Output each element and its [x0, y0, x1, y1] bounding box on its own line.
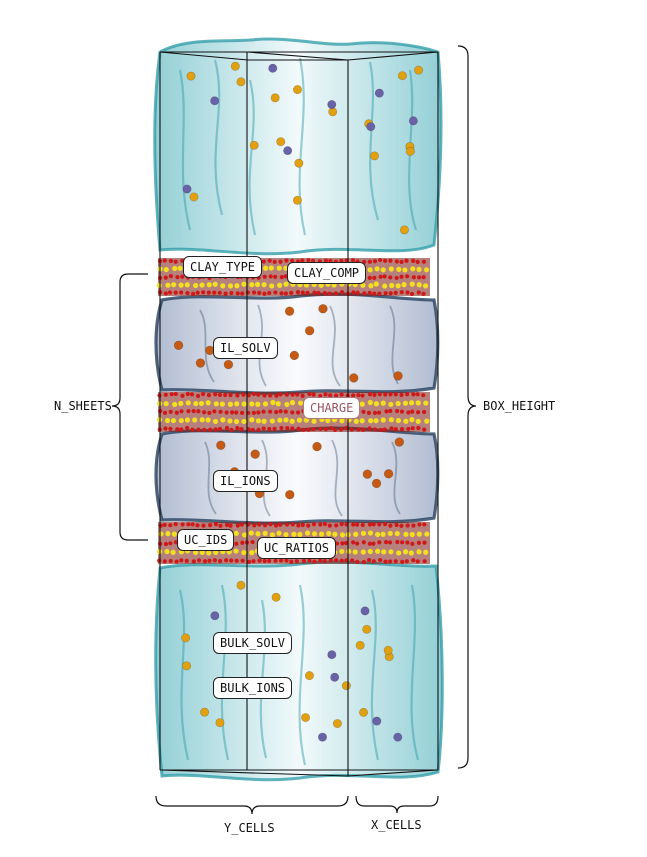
ion: [294, 158, 304, 168]
ion: [372, 716, 382, 726]
ion: [371, 478, 382, 489]
ion: [393, 371, 403, 381]
ion: [173, 340, 184, 351]
ion: [186, 71, 196, 81]
ion: [249, 140, 259, 150]
uc-ratios-tag: UC_RATIOS: [257, 537, 337, 559]
uc-ids-tag: UC_IDS: [177, 529, 235, 551]
ions: [173, 61, 424, 742]
ion: [318, 732, 328, 742]
ion: [285, 489, 295, 500]
ion: [210, 96, 220, 106]
ion: [327, 650, 337, 660]
ion: [355, 640, 365, 650]
top-water-region: [153, 37, 443, 256]
clay-comp-tag: CLAY_COMP: [287, 262, 367, 284]
clay-type-tag: CLAY_TYPE: [183, 256, 263, 278]
ion: [370, 151, 380, 161]
ion: [182, 184, 192, 194]
ion: [181, 633, 191, 643]
ion: [304, 326, 315, 336]
ion: [362, 469, 373, 479]
box-height-label: BOX_HEIGHT: [483, 399, 556, 413]
charge-tag: CHARGE: [303, 397, 361, 419]
ion: [332, 719, 342, 729]
ion: [330, 672, 340, 682]
box-height-bracket: [457, 45, 477, 769]
ion: [276, 137, 286, 147]
ion: [341, 681, 351, 691]
ion: [383, 645, 393, 655]
n-sheets-label: N_SHEETS: [54, 399, 112, 413]
ion: [399, 225, 409, 235]
simulation-box-outline: [159, 51, 439, 777]
x-cells-bracket: [355, 795, 439, 814]
ion: [283, 146, 293, 156]
ion: [250, 449, 260, 459]
bulk-solv-tag: BULK_SOLV: [213, 632, 293, 654]
ion: [189, 192, 199, 202]
ion: [293, 85, 303, 95]
ion: [349, 373, 359, 383]
ion: [284, 306, 295, 316]
ion: [366, 122, 376, 132]
ion: [292, 195, 302, 205]
il-ions-tag: IL_IONS: [213, 470, 278, 492]
ion: [374, 88, 384, 98]
ion: [383, 469, 394, 479]
ion: [236, 77, 246, 87]
ion: [182, 661, 192, 671]
ion: [270, 93, 280, 103]
ion: [289, 350, 300, 361]
ion: [397, 71, 407, 81]
ion: [312, 441, 322, 452]
ion: [362, 624, 372, 634]
x-cells-label: X_CELLS: [371, 818, 422, 832]
ion: [394, 437, 405, 447]
ion: [223, 359, 234, 370]
ion: [210, 611, 220, 621]
ion: [215, 718, 225, 728]
ion: [236, 580, 246, 590]
ion: [268, 63, 278, 73]
ion: [393, 732, 403, 742]
ion: [195, 358, 206, 368]
ion: [414, 65, 424, 75]
ion: [405, 146, 415, 156]
bottom-water-region: [154, 560, 444, 782]
ion: [360, 606, 370, 616]
y-cells-label: Y_CELLS: [224, 821, 275, 835]
y-cells-bracket: [155, 795, 349, 815]
ion: [327, 100, 337, 110]
clay-sheet: [156, 391, 430, 433]
ion: [271, 592, 281, 602]
ion: [304, 671, 314, 681]
ion: [230, 61, 240, 71]
ion: [408, 116, 418, 126]
bulk-ions-tag: BULK_IONS: [213, 677, 293, 699]
ion: [200, 707, 210, 717]
ion: [318, 304, 328, 314]
ion: [359, 707, 369, 717]
n-sheets-bracket: [111, 273, 148, 541]
ion: [301, 713, 311, 723]
il-solv-tag: IL_SOLV: [213, 337, 278, 359]
ion: [216, 440, 226, 450]
